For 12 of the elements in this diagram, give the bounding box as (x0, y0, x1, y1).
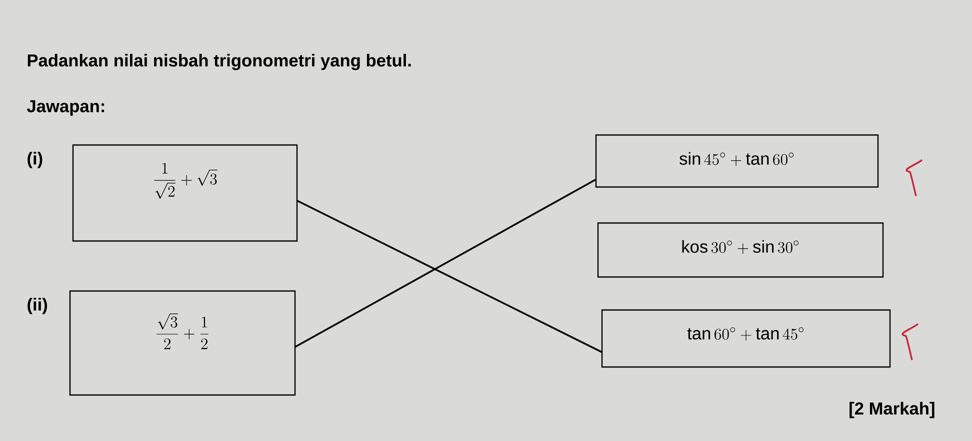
item-number: (ii) (28, 298, 48, 314)
answer-box: $\sin 45^\circ+\tan 60^\circ$ (595, 134, 879, 188)
matching-line (296, 200, 602, 353)
answer-box: $\frac{\sqrt{3}}{2}+\frac{1}{2}$ (69, 290, 296, 396)
matching-line (294, 178, 596, 348)
item-number: (i) (28, 152, 42, 168)
answer-box: $\tan 60^\circ+\tan 45^\circ$ (601, 309, 891, 368)
answer-box: $\mathrm{kos}\,30^\circ+\sin 30^\circ$ (597, 222, 884, 278)
answer-box: $\frac{1}{\sqrt{2}}+\sqrt{3}$ (72, 144, 298, 242)
label: [2 Markah] (850, 402, 934, 418)
title: Padankan nilai nisbah trigonometri yang betul. (28, 54, 411, 70)
label: Jawapan: (27, 100, 104, 116)
